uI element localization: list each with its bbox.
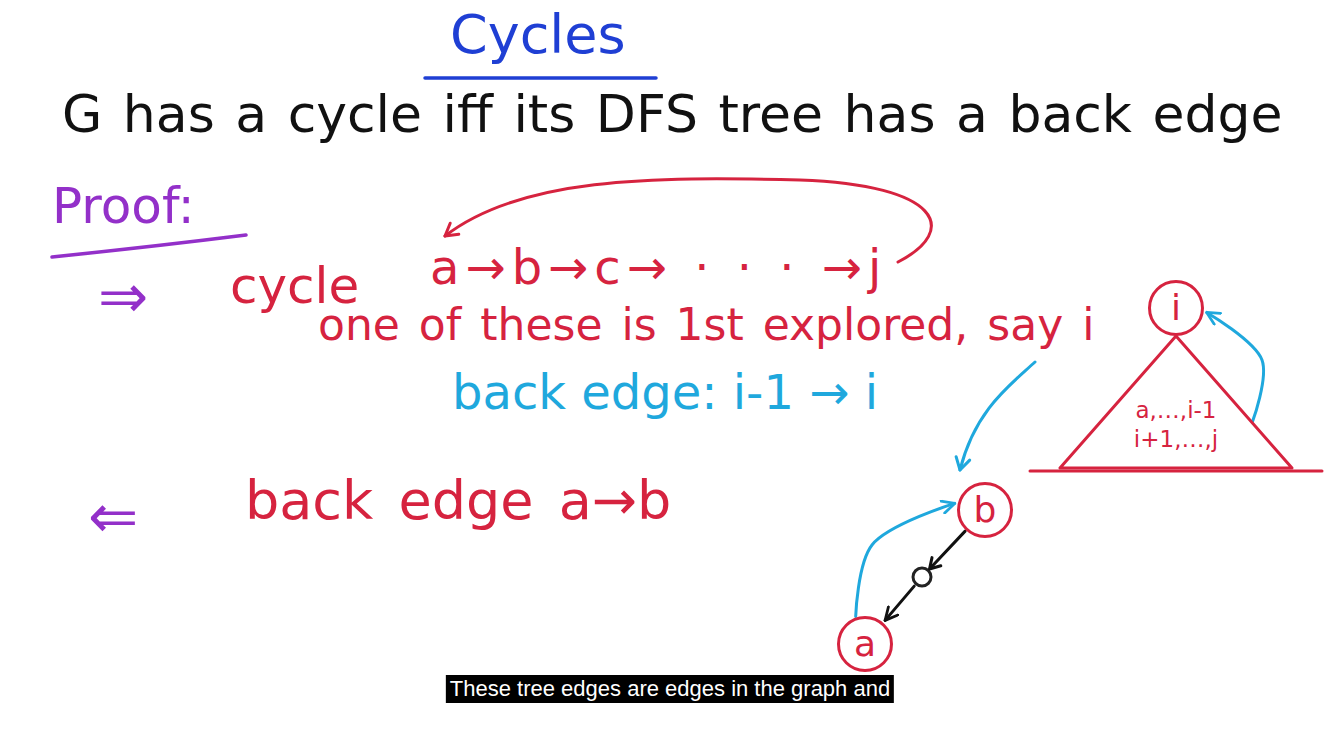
cycle-sequence: a→b→c→ · · · →j	[430, 240, 887, 295]
video-caption: These tree edges are edges in the graph …	[446, 675, 894, 703]
theorem-statement: G has a cycle iff its DFS tree has a bac…	[62, 85, 1283, 145]
converse-symbol: ⇐	[88, 482, 138, 551]
back-edge-note: back edge: i-1 → i	[452, 365, 878, 420]
vertex-circle: i	[1148, 280, 1204, 336]
cycle-return-arrowhead	[445, 223, 459, 236]
back-edge-arrow	[856, 503, 955, 616]
dfs-subtree-triangle: a,…,i-1 i+1,…,j	[1060, 336, 1292, 468]
title-underline	[425, 76, 656, 80]
slide-title: Cycles	[450, 4, 626, 66]
back-edge-statement: back edge a→b	[245, 470, 671, 532]
proof-heading: Proof:	[52, 178, 195, 236]
triangle-outline	[1060, 336, 1292, 468]
subtree-members: a,…,i-1 i+1,…,j	[1120, 396, 1232, 454]
tree-edge-arrow	[885, 531, 965, 620]
vertex-label: b	[974, 492, 997, 528]
vertex-label: i	[1171, 290, 1181, 326]
first-explored-note: one of these is 1st explored, say i	[318, 300, 1094, 351]
vertex-circle: a	[837, 616, 893, 672]
proof-underline	[52, 235, 246, 257]
leader-arrowhead	[956, 457, 970, 470]
vertex-label: a	[854, 626, 876, 662]
leader-line	[960, 362, 1035, 470]
tree-base-line	[1030, 470, 1322, 473]
implies-symbol: ⇒	[98, 262, 148, 331]
tree-vertex	[913, 568, 931, 586]
vertex-circle: b	[957, 482, 1013, 538]
